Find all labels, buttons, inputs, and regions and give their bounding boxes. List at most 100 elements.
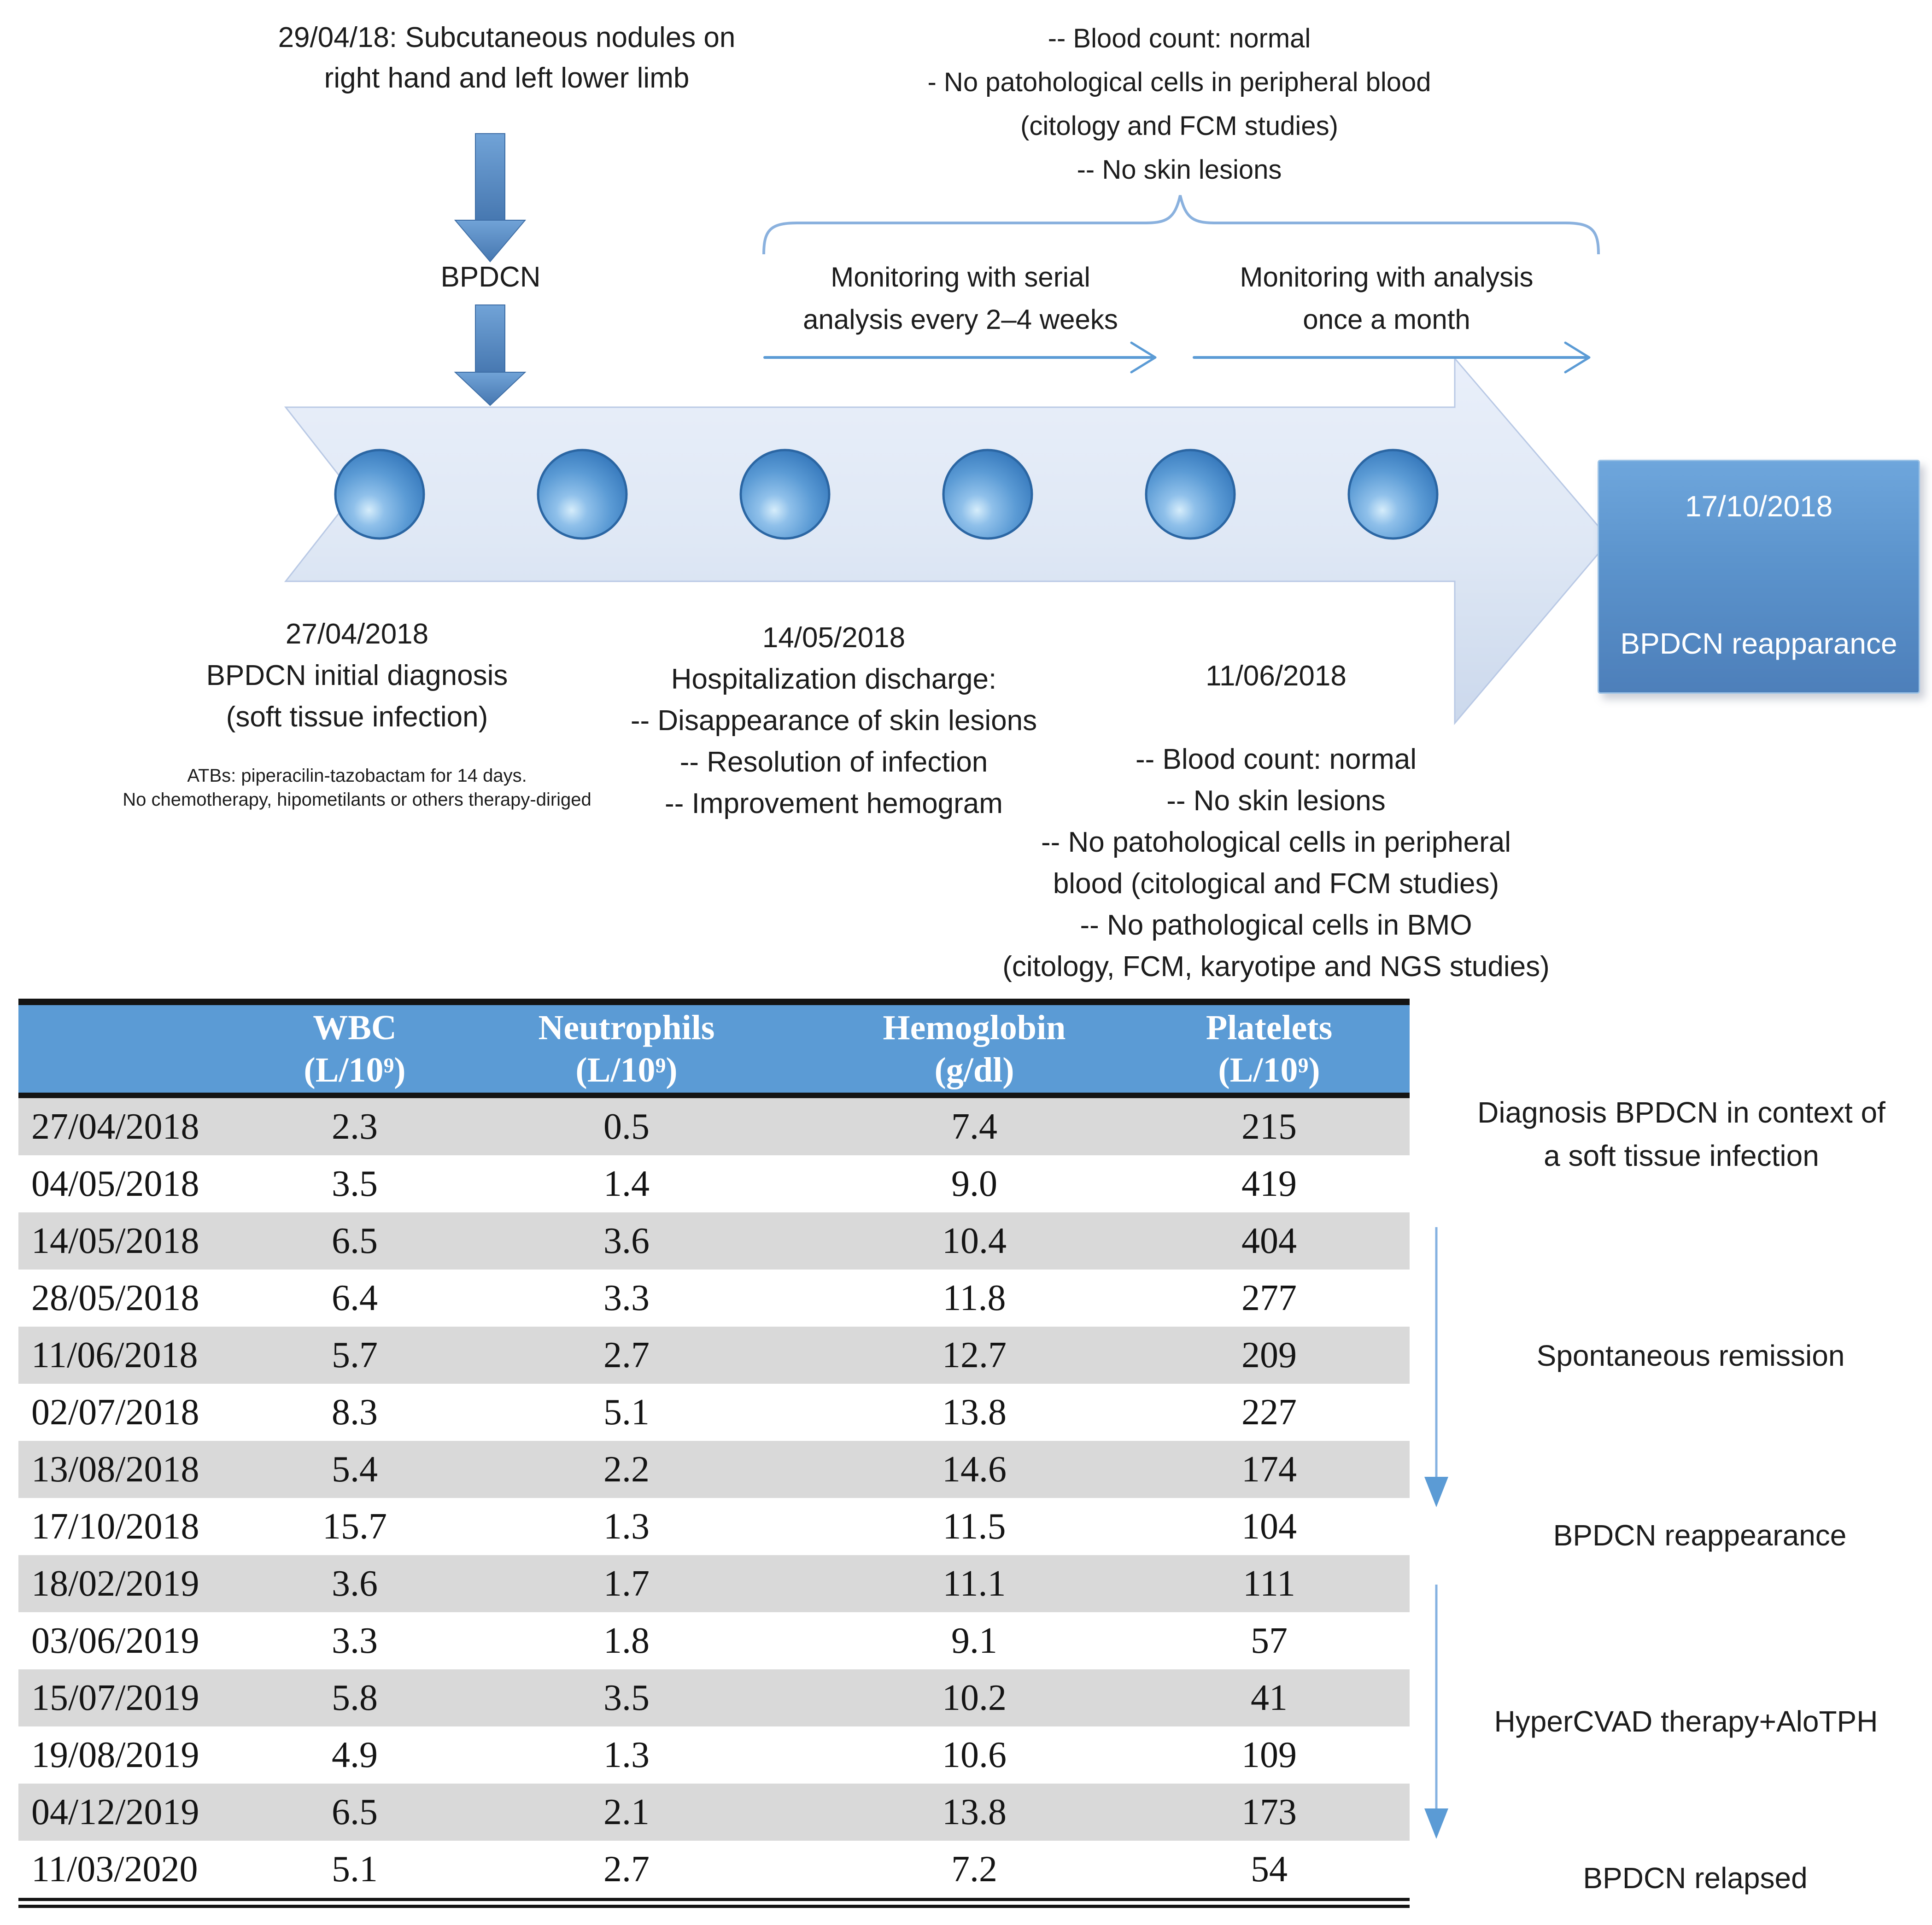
column-header-name: Neutrophils (538, 1008, 715, 1047)
followup-note: -- Blood count: normal - No patohologica… (927, 23, 1431, 185)
column-header-unit: (L/10⁹) (575, 1051, 678, 1089)
value-cell: 209 (1241, 1334, 1297, 1375)
value-cell: 3.6 (332, 1563, 378, 1604)
right-arrow-icon (763, 341, 1157, 374)
value-cell: 1.8 (603, 1620, 650, 1661)
value-cell: 4.9 (332, 1734, 378, 1775)
value-cell: 13.8 (942, 1392, 1007, 1433)
value-cell: 6.4 (332, 1277, 378, 1318)
column-header-wbc: WBC (L/10⁹) (276, 1002, 433, 1098)
event-box-date: 17/10/2018 (1685, 490, 1833, 523)
value-cell: 13.8 (942, 1791, 1007, 1832)
timeline-node-icon (1347, 449, 1439, 540)
down-arrow-icon (454, 133, 527, 263)
down-arrow-icon (1424, 1227, 1448, 1507)
value-cell: 15.7 (322, 1506, 387, 1547)
date-cell: 13/08/2018 (31, 1449, 199, 1490)
annotation-body: BPDCN initial diagnosis (soft tissue inf… (206, 660, 508, 733)
value-cell: 111 (1242, 1563, 1296, 1604)
column-header-platelets: Platelets (L/10⁹) (1129, 1002, 1410, 1098)
date-cell: 02/07/2018 (31, 1392, 199, 1433)
value-cell: 104 (1241, 1506, 1297, 1547)
value-cell: 10.2 (942, 1677, 1007, 1718)
timeline-node-icon (334, 449, 425, 540)
value-cell: 14.6 (942, 1449, 1007, 1490)
value-cell: 3.5 (603, 1677, 650, 1718)
down-arrow-icon (1424, 1585, 1448, 1839)
value-cell: 1.4 (603, 1163, 650, 1204)
bpdcn-label: BPDCN (440, 261, 541, 293)
value-cell: 5.4 (332, 1449, 378, 1490)
date-cell: 17/10/2018 (31, 1506, 199, 1547)
date-cell: 14/05/2018 (31, 1220, 199, 1261)
side-note-reappearance: BPDCN reappearance (1553, 1519, 1847, 1552)
value-cell: 1.3 (603, 1506, 650, 1547)
nodule-note: 29/04/18: Subcutaneous nodules on right … (278, 22, 736, 94)
value-cell: 3.5 (332, 1163, 378, 1204)
value-cell: 54 (1251, 1849, 1288, 1890)
value-cell: 174 (1241, 1449, 1297, 1490)
value-cell: 1.7 (603, 1563, 650, 1604)
value-cell: 3.6 (603, 1220, 650, 1261)
column-header-hemoglobin: Hemoglobin (g/dl) (820, 1002, 1129, 1098)
table-row: 17/10/2018 15.7 1.3 11.5 104 (18, 1498, 1410, 1555)
column-header-name: WBC (313, 1008, 397, 1047)
value-cell: 7.4 (951, 1106, 997, 1147)
value-cell: 11.5 (943, 1506, 1006, 1547)
value-cell: 1.3 (603, 1734, 650, 1775)
side-note-remission: Spontaneous remission (1536, 1339, 1845, 1372)
timeline-node-icon (1145, 449, 1236, 540)
timeline-node-icon (739, 449, 831, 540)
value-cell: 5.1 (603, 1392, 650, 1433)
right-arrow-icon (1193, 341, 1591, 374)
timeline-annotation: 27/04/2018 BPDCN initial diagnosis (soft… (55, 614, 659, 812)
date-cell: 27/04/2018 (31, 1106, 199, 1147)
annotation-body: -- Blood count: normal -- No skin lesion… (1002, 743, 1550, 983)
timeline-node-icon (942, 449, 1033, 540)
value-cell: 2.7 (603, 1334, 650, 1375)
table-row: 19/08/2019 4.9 1.3 10.6 109 (18, 1726, 1410, 1784)
value-cell: 9.1 (951, 1620, 997, 1661)
value-cell: 404 (1241, 1220, 1297, 1261)
date-cell: 15/07/2019 (31, 1677, 199, 1718)
annotation-date: 27/04/2018 (285, 618, 429, 650)
event-box: 17/10/2018 BPDCN reapparance (1598, 460, 1920, 694)
date-cell: 11/06/2018 (31, 1334, 198, 1375)
side-note-diagnosis: Diagnosis BPDCN in context of a soft tis… (1477, 1096, 1885, 1172)
timeline-node-icon (537, 449, 628, 540)
value-cell: 227 (1241, 1392, 1297, 1433)
column-header-unit: (L/10⁹) (304, 1051, 406, 1089)
value-cell: 3.3 (603, 1277, 650, 1318)
brace-icon (762, 195, 1600, 255)
value-cell: 173 (1241, 1791, 1297, 1832)
value-cell: 57 (1251, 1620, 1288, 1661)
side-note-therapy: HyperCVAD therapy+AloTPH (1494, 1705, 1878, 1738)
value-cell: 3.3 (332, 1620, 378, 1661)
value-cell: 109 (1241, 1734, 1297, 1775)
value-cell: 11.8 (943, 1277, 1006, 1318)
annotation-fine-print: ATBs: piperacilin-tazobactam for 14 days… (123, 766, 591, 810)
value-cell: 0.5 (603, 1106, 650, 1147)
date-cell: 18/02/2019 (31, 1563, 199, 1604)
date-cell: 28/05/2018 (31, 1277, 199, 1318)
down-arrow-icon (454, 304, 527, 406)
blood-counts-table: WBC (L/10⁹) Neutrophils (L/10⁹) Hemoglob… (18, 999, 1410, 1908)
column-header-name: Platelets (1206, 1008, 1333, 1047)
value-cell: 2.3 (332, 1106, 378, 1147)
date-cell: 19/08/2019 (31, 1734, 199, 1775)
value-cell: 6.5 (332, 1791, 378, 1832)
monitoring-monthly-label: Monitoring with analysis once a month (1240, 262, 1534, 335)
value-cell: 10.6 (942, 1734, 1007, 1775)
date-cell: 04/05/2018 (31, 1163, 199, 1204)
table-header-row: WBC (L/10⁹) Neutrophils (L/10⁹) Hemoglob… (18, 1002, 1410, 1098)
